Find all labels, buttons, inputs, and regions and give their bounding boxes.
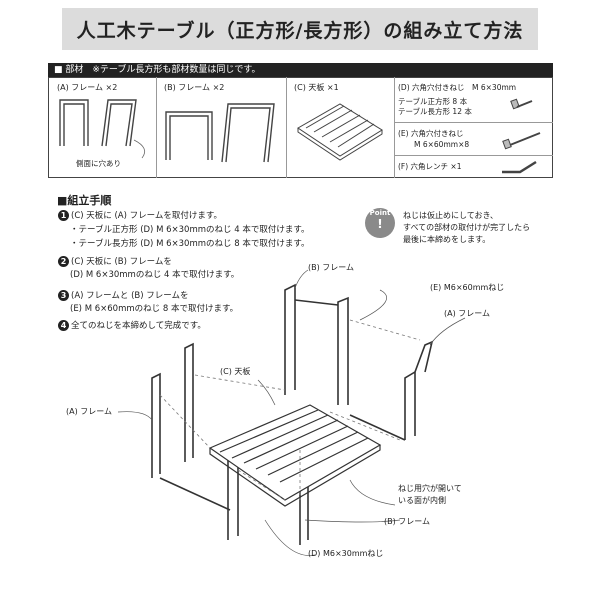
part-e-label: (E) 六角穴付きねじ <box>398 129 464 138</box>
divider <box>394 122 553 123</box>
label-e-screw: (E) M6×60mmねじ <box>430 283 505 292</box>
label-b-frame-bottom: (B) フレーム <box>384 517 431 526</box>
page-title: 人工木テーブル（正方形/長方形）の組み立て方法 <box>62 8 538 50</box>
hex-wrench-icon <box>502 160 537 174</box>
step-1a: ・テーブル正方形 (D) M 6×30mmのねじ 4 本で取付けます。 <box>70 225 310 235</box>
frame-b-icon <box>165 103 275 163</box>
step-text: 全てのねじを本締めして完成です。 <box>71 321 206 331</box>
part-a-label: (A) フレーム ×2 <box>57 83 118 92</box>
point-line-3: 最後に本締めをします。 <box>403 235 491 244</box>
parts-box <box>48 77 553 178</box>
label-b-frame-top: (B) フレーム <box>308 263 355 272</box>
point-badge: Point! <box>365 208 395 238</box>
part-f-label: (F) 六角レンチ ×1 <box>398 162 462 171</box>
label-a-frame-left: (A) フレーム <box>66 407 113 416</box>
step-3: 3(A) フレームと (B) フレームを <box>58 290 189 303</box>
label-c-top: (C) 天板 <box>220 367 251 376</box>
part-b-label: (B) フレーム ×2 <box>164 83 225 92</box>
divider <box>394 155 553 156</box>
table-top-icon <box>297 103 383 161</box>
divider <box>156 77 157 178</box>
label-a-frame-right: (A) フレーム <box>444 309 491 318</box>
step-number: 4 <box>58 320 69 331</box>
part-c-label: (C) 天板 ×1 <box>294 83 339 92</box>
part-d-square: テーブル正方形 8 本 <box>398 97 468 106</box>
step-text: (C) 天板に (A) フレームを取付けます。 <box>71 211 223 221</box>
steps-title: ■組立手順 <box>57 194 112 207</box>
step-1b: ・テーブル長方形 (D) M 6×30mmのねじ 8 本で取付けます。 <box>70 239 310 249</box>
step-number: 3 <box>58 290 69 301</box>
screw-d-icon <box>510 98 533 110</box>
step-1: 1(C) 天板に (A) フレームを取付けます。 <box>58 210 222 223</box>
part-d-label: (D) 六角穴付きねじ M 6×30mm <box>398 83 517 92</box>
label-hole-note-2: いる面が内側 <box>398 496 446 505</box>
point-line-1: ねじは仮止めにしておき、 <box>403 211 498 220</box>
part-a-note: 側面に穴あり <box>76 159 121 168</box>
label-d-screw: (D) M6×30mmねじ <box>308 549 384 558</box>
divider <box>394 77 395 178</box>
step-3b: (E) M 6×60mmのねじ 8 本で取付けます。 <box>70 304 239 314</box>
step-number: 1 <box>58 210 69 221</box>
step-2: 2(C) 天板に (B) フレームを <box>58 256 172 269</box>
step-text: (A) フレームと (B) フレームを <box>71 291 189 301</box>
frame-a-icon <box>59 99 137 147</box>
part-d-rect: テーブル長方形 12 本 <box>398 107 472 116</box>
assembly-table-top <box>208 404 382 507</box>
point-line-2: すべての部材の取付けが完了したら <box>403 223 531 232</box>
step-number: 2 <box>58 256 69 267</box>
label-hole-note-1: ねじ用穴が開いて <box>398 484 462 493</box>
screw-e-icon <box>502 132 541 150</box>
part-e-size: M 6×60mm×8 <box>414 140 470 149</box>
parts-header: ■ 部材 ※テーブル長方形も部材数量は同じです。 <box>48 63 553 77</box>
divider <box>286 77 287 178</box>
step-2b: (D) M 6×30mmのねじ 4 本で取付けます。 <box>70 270 240 280</box>
step-text: (C) 天板に (B) フレームを <box>71 257 172 267</box>
